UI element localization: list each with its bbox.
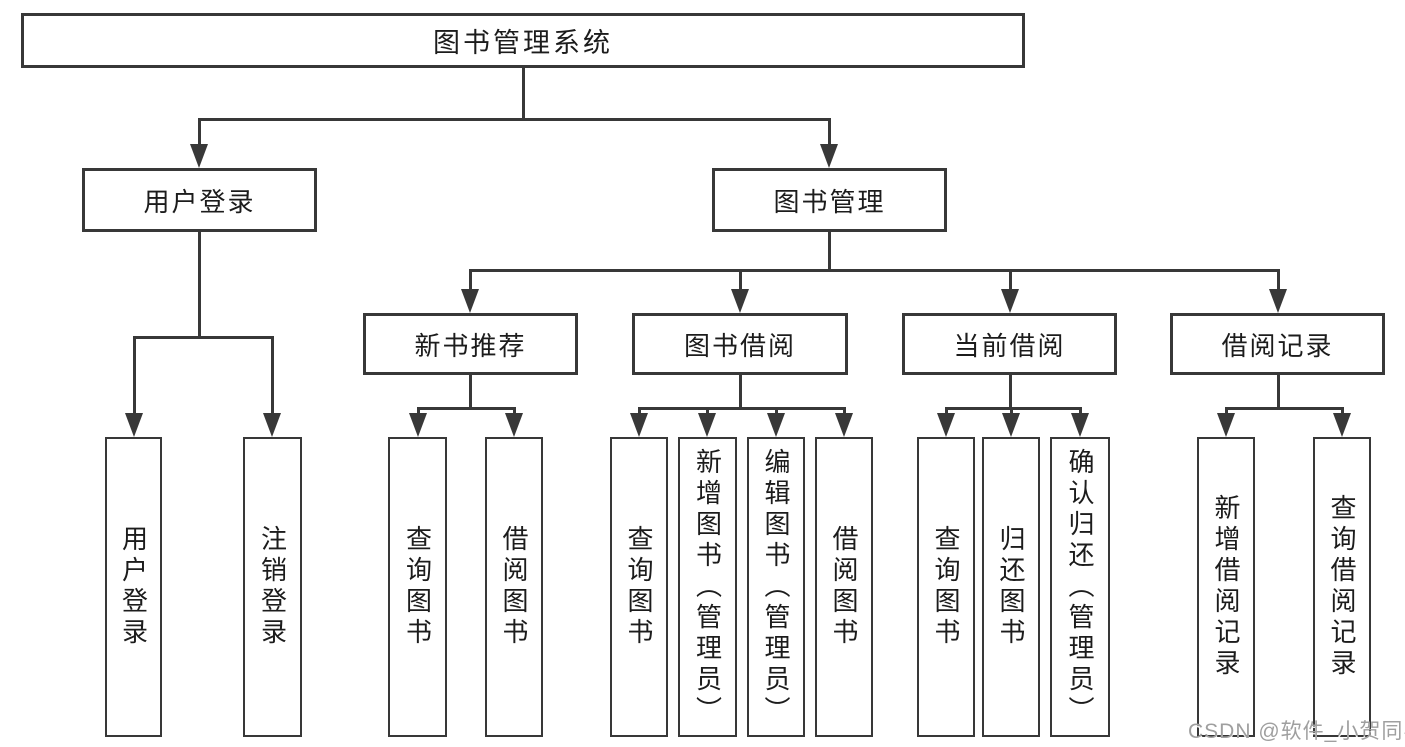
arrow-down-icon xyxy=(1269,289,1287,313)
connector-drop xyxy=(638,407,641,415)
arrow-down-icon xyxy=(1001,289,1019,313)
connector-borrowing-rail xyxy=(638,407,846,410)
arrow-down-icon xyxy=(630,413,648,437)
node-label: 当前借阅 xyxy=(953,330,1066,361)
node-borrow-records: 借阅记录 xyxy=(1170,313,1385,375)
node-recommend-query-books: 查询图书 xyxy=(388,437,447,737)
connector-drop xyxy=(1277,269,1280,293)
node-label: 查询图书 xyxy=(624,525,654,649)
node-leaf-user-login: 用户登录 xyxy=(105,437,162,737)
connector-drop xyxy=(1341,407,1344,415)
connector-drop xyxy=(843,407,846,415)
connector-root-rail xyxy=(198,118,831,121)
connector-book-mgmt-stem xyxy=(828,232,831,272)
connector-current-stem xyxy=(1009,375,1012,409)
node-label: 查询借阅记录 xyxy=(1327,494,1357,680)
arrow-down-icon xyxy=(835,413,853,437)
node-records-query-borrow-record: 查询借阅记录 xyxy=(1313,437,1371,737)
arrow-down-icon xyxy=(125,413,143,437)
node-label: 借阅图书 xyxy=(499,525,529,649)
connector-drop xyxy=(513,407,516,415)
node-label: 查询图书 xyxy=(931,525,961,649)
node-label: 用户登录 xyxy=(118,525,149,649)
connector-drop xyxy=(133,336,136,416)
arrow-down-icon xyxy=(409,413,427,437)
connector-drop xyxy=(1079,407,1082,415)
arrow-down-icon xyxy=(505,413,523,437)
connector-drop xyxy=(828,118,831,146)
node-label: 用户登录 xyxy=(143,186,256,217)
node-book-management-system: 图书管理系统 xyxy=(21,13,1025,68)
connector-root-stem xyxy=(522,68,525,120)
node-label: 新增借阅记录 xyxy=(1211,494,1241,680)
node-current-confirm-return-admin: 确认归还（管理员） xyxy=(1050,437,1110,737)
node-borrowing-add-books-admin: 新增图书（管理员） xyxy=(678,437,737,737)
arrow-down-icon xyxy=(1071,413,1089,437)
arrow-down-icon xyxy=(767,413,785,437)
node-leaf-logout: 注销登录 xyxy=(243,437,302,737)
node-user-login: 用户登录 xyxy=(82,168,317,232)
arrow-down-icon xyxy=(1333,413,1351,437)
connector-records-rail xyxy=(1225,407,1344,410)
node-book-management: 图书管理 xyxy=(712,168,947,232)
connector-drop xyxy=(469,269,472,293)
arrow-down-icon xyxy=(263,413,281,437)
connector-borrowing-stem xyxy=(739,375,742,409)
node-label: 确认归还（管理员） xyxy=(1065,447,1095,727)
arrow-down-icon xyxy=(1002,413,1020,437)
node-label: 新书推荐 xyxy=(414,330,527,361)
connector-book-mgmt-rail xyxy=(469,269,1280,272)
arrow-down-icon xyxy=(1217,413,1235,437)
node-current-return-books: 归还图书 xyxy=(982,437,1040,737)
node-new-book-recommend: 新书推荐 xyxy=(363,313,578,375)
arrow-down-icon xyxy=(820,144,838,168)
connector-drop xyxy=(1225,407,1228,415)
connector-drop xyxy=(271,336,274,416)
arrow-down-icon xyxy=(937,413,955,437)
node-label: 新增图书（管理员） xyxy=(692,447,723,727)
node-borrowing-edit-books-admin: 编辑图书（管理员） xyxy=(747,437,805,737)
arrow-down-icon xyxy=(731,289,749,313)
connector-recommend-rail xyxy=(417,407,516,410)
connector-recommend-stem xyxy=(469,375,472,409)
connector-user-login-rail xyxy=(133,336,274,339)
connector-drop xyxy=(739,269,742,293)
connector-drop xyxy=(1010,407,1013,415)
node-current-borrowing: 当前借阅 xyxy=(902,313,1117,375)
node-borrowing-query-books: 查询图书 xyxy=(610,437,668,737)
node-label: 注销登录 xyxy=(257,525,288,649)
node-label: 图书借阅 xyxy=(683,330,796,361)
node-label: 查询图书 xyxy=(402,525,433,649)
node-label: 借阅图书 xyxy=(829,525,859,649)
arrow-down-icon xyxy=(698,413,716,437)
node-label: 归还图书 xyxy=(996,525,1026,649)
node-book-borrowing: 图书借阅 xyxy=(632,313,848,375)
connector-current-rail xyxy=(945,407,1082,410)
arrow-down-icon xyxy=(190,144,208,168)
node-borrowing-borrow-books: 借阅图书 xyxy=(815,437,873,737)
connector-drop xyxy=(198,118,201,146)
node-recommend-borrow-books: 借阅图书 xyxy=(485,437,543,737)
node-records-add-borrow-record: 新增借阅记录 xyxy=(1197,437,1255,737)
node-current-query-books: 查询图书 xyxy=(917,437,975,737)
connector-drop xyxy=(706,407,709,415)
node-label: 编辑图书（管理员） xyxy=(761,447,791,727)
arrow-down-icon xyxy=(461,289,479,313)
node-label: 图书管理 xyxy=(773,186,886,217)
connector-records-stem xyxy=(1277,375,1280,409)
node-label: 图书管理系统 xyxy=(433,28,613,58)
connector-user-login-stem xyxy=(198,232,201,339)
node-label: 借阅记录 xyxy=(1221,330,1334,361)
connector-drop xyxy=(775,407,778,415)
connector-drop xyxy=(945,407,948,415)
connector-drop xyxy=(417,407,420,415)
connector-drop xyxy=(1009,269,1012,293)
watermark: CSDN @软件_小贺同学 xyxy=(1188,720,1405,743)
